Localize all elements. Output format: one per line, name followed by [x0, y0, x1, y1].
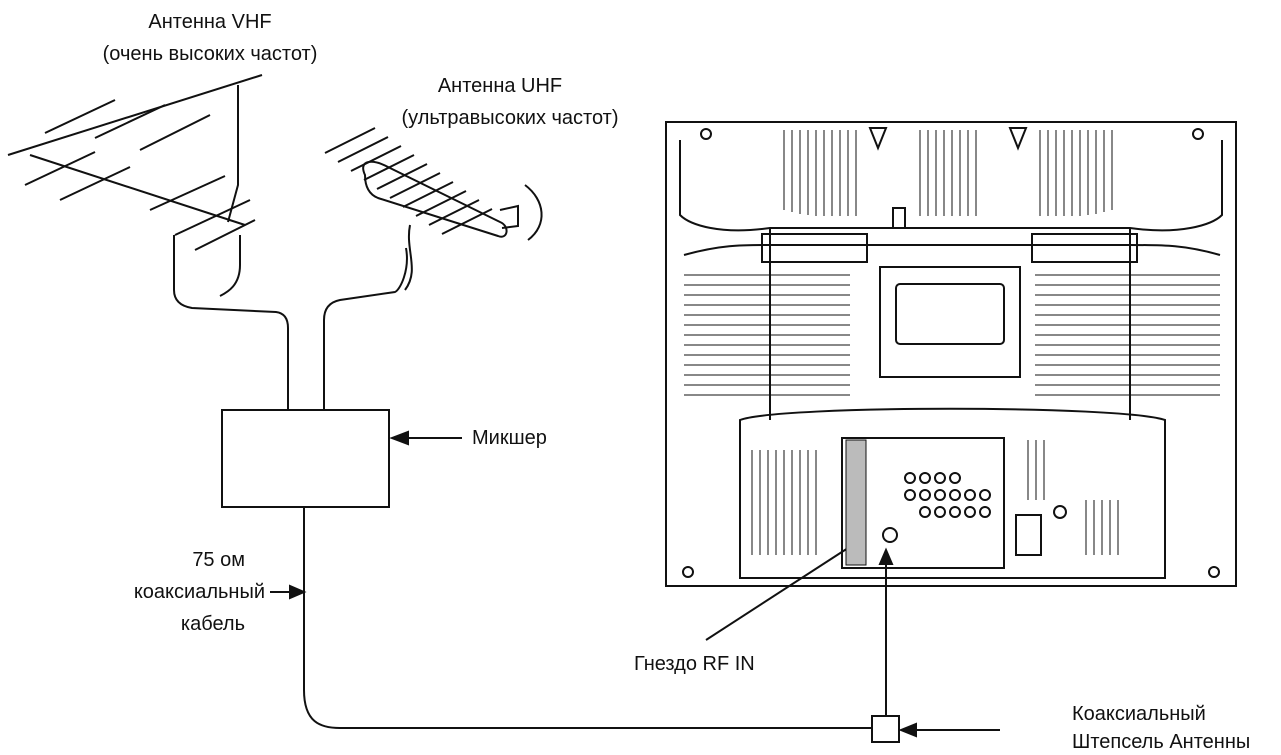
cable-label-line3: кабель	[180, 613, 245, 635]
cable-label-line1: 75 ом	[192, 549, 245, 571]
uhf-antenna-title: Антенна UHF	[437, 75, 563, 97]
tv-jack-panel	[845, 439, 1067, 566]
plug-to-tv-cable	[878, 547, 894, 716]
antenna-plug-label-line2: Штепсель Антенны	[1072, 731, 1251, 753]
coax-cable	[303, 507, 872, 729]
vhf-antenna	[7, 74, 263, 251]
uhf-antenna	[324, 127, 543, 291]
tv-vents	[684, 130, 1220, 555]
antenna-downleads	[173, 235, 408, 410]
rf-in-jack	[882, 527, 898, 543]
mixer-box	[221, 409, 390, 508]
mixer-arrow	[389, 430, 462, 446]
tv-rear-panel	[665, 121, 1237, 587]
plug-arrow	[898, 722, 1000, 738]
antenna-plug	[871, 715, 900, 743]
rf-in-label: Гнездо RF IN	[634, 653, 755, 675]
vhf-antenna-subtitle: (очень высоких частот)	[102, 43, 318, 65]
cable-arrow	[270, 584, 307, 600]
mixer-label: Микшер	[472, 427, 547, 449]
vhf-antenna-title: Антенна VHF	[148, 11, 272, 33]
uhf-antenna-subtitle: (ультравысоких частот)	[401, 107, 619, 129]
rf-in-leader	[705, 536, 866, 641]
cable-label-line2: коаксиальный	[133, 581, 265, 603]
antenna-plug-label-line1: Коаксиальный	[1072, 703, 1206, 725]
